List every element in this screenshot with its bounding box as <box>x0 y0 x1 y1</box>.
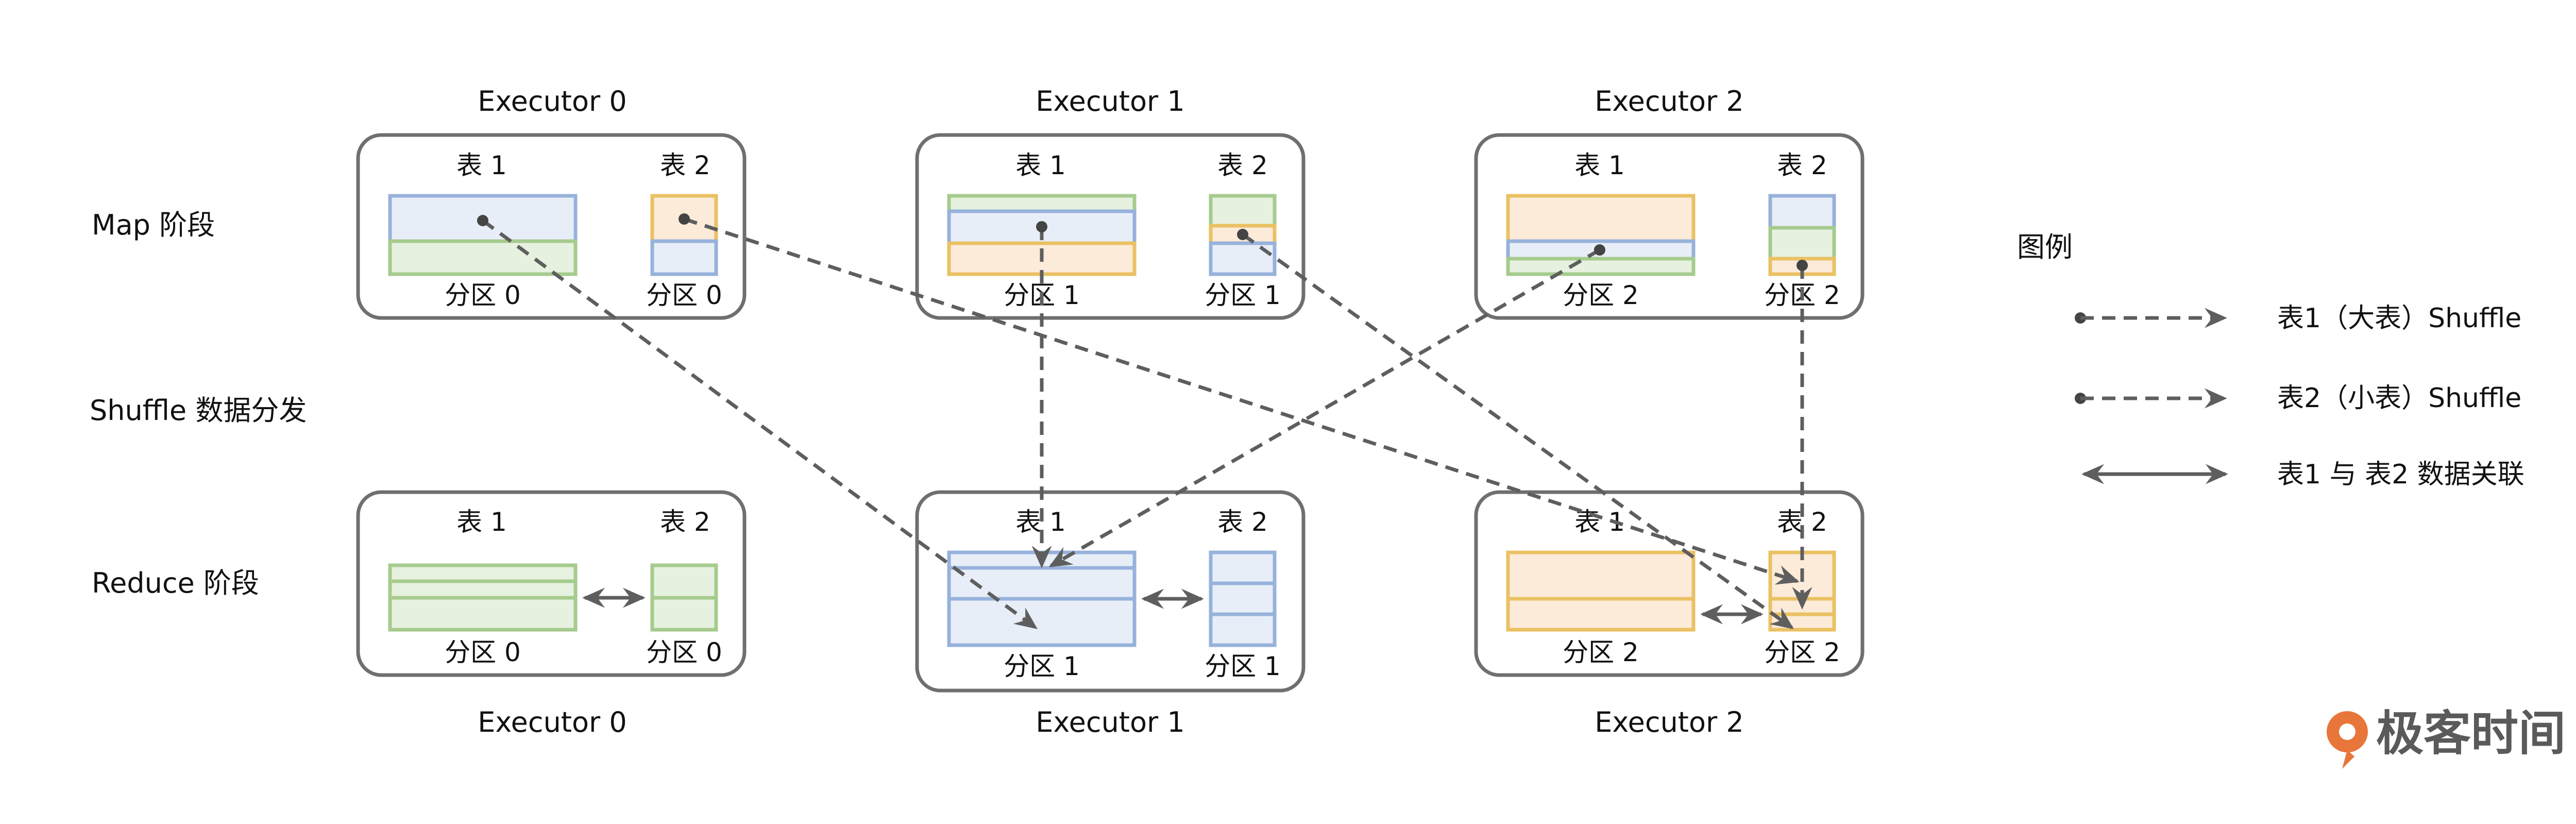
shuffle-arrows <box>481 217 1812 629</box>
origin-dot <box>679 213 690 225</box>
table1-label: 表 1 <box>1015 150 1066 180</box>
origin-dot <box>477 215 488 226</box>
map-executor-0: 表 1 表 2 分区 0 分区 0 <box>356 133 747 320</box>
table1-block-orange <box>1506 194 1696 243</box>
partition-label-t2: 分区 2 <box>1764 637 1840 667</box>
map-executor-1: 表 1 表 2 分区 1 分区 1 <box>915 133 1306 320</box>
map-executor-2: 表 1 表 2 分区 2 分区 2 <box>1474 133 1865 320</box>
table2-label: 表 2 <box>660 150 710 180</box>
reduce-executor-1: 表 1 表 2 分区 1 分区 1 <box>915 490 1306 693</box>
partition-label-t2: 分区 0 <box>646 280 722 310</box>
legend-label: 表1（大表）Shuffle <box>2277 303 2521 334</box>
legend-item-table1-shuffle: 表1（大表）Shuffle <box>2075 303 2521 334</box>
stage-label-shuffle: Shuffle 数据分发 <box>90 394 307 427</box>
partition-label-t1: 分区 0 <box>445 280 521 310</box>
partition-label-t2: 分区 1 <box>1205 280 1281 310</box>
reduce-executor-2: 表 1 表 2 分区 2 分区 2 <box>1474 490 1865 677</box>
partition-label-t1: 分区 1 <box>1004 651 1080 681</box>
partition-label-t1: 分区 2 <box>1563 637 1639 667</box>
table1-block-green <box>1506 257 1696 276</box>
table1-label: 表 1 <box>456 507 507 537</box>
legend-title: 图例 <box>2017 231 2073 263</box>
t1-shuffle-e2-to-e1 <box>1048 248 1601 568</box>
table1-label: 表 1 <box>456 150 507 180</box>
t1-shuffle-e0-to-e1 <box>481 219 1038 629</box>
table2-label: 表 2 <box>660 507 710 537</box>
table2-block-blue <box>1209 241 1277 276</box>
executor-title-reduce-0: Executor 0 <box>478 706 627 738</box>
table2-label: 表 2 <box>1217 150 1268 180</box>
origin-dot <box>1797 260 1808 271</box>
shuffle-origin-dots <box>477 213 1808 271</box>
table2-block-green <box>1768 226 1836 261</box>
legend-label: 表2（小表）Shuffle <box>2277 383 2521 414</box>
table2-block-blue <box>1209 550 1277 647</box>
table2-label: 表 2 <box>1777 150 1827 180</box>
executor-title-map-2: Executor 2 <box>1595 85 1744 117</box>
stage-label-reduce: Reduce 阶段 <box>92 567 259 599</box>
executor-title-reduce-1: Executor 1 <box>1036 706 1185 738</box>
t2-shuffle-e0-to-e2 <box>683 217 1800 585</box>
origin-dot <box>1237 229 1248 240</box>
executor-title-reduce-2: Executor 2 <box>1595 706 1744 738</box>
brand-name: 极客时间 <box>2376 706 2566 761</box>
table2-block-green <box>1209 194 1277 228</box>
stage-label-map: Map 阶段 <box>92 209 215 241</box>
executor-title-map-0: Executor 0 <box>478 85 627 117</box>
partition-label-t2: 分区 0 <box>646 637 722 667</box>
partition-label-t1: 分区 2 <box>1563 280 1639 310</box>
partition-label-t1: 分区 0 <box>445 637 521 667</box>
partition-label-t2: 分区 1 <box>1205 651 1281 681</box>
table2-label: 表 2 <box>1217 507 1268 537</box>
table1-label: 表 1 <box>1574 150 1625 180</box>
table1-block-green <box>947 194 1137 213</box>
legend-label: 表1 与 表2 数据关联 <box>2277 459 2524 490</box>
executor-title-map-1: Executor 1 <box>1036 85 1185 117</box>
table2-block-blue <box>650 239 718 276</box>
legend-item-join: 表1 与 表2 数据关联 <box>2081 459 2524 490</box>
brand-logo-icon <box>2327 711 2368 769</box>
brand-logo: 极客时间 <box>2327 706 2566 769</box>
table1-block-orange <box>1506 550 1696 632</box>
reduce-executor-0: 表 1 表 2 分区 0 分区 0 <box>356 490 747 677</box>
origin-dot <box>1594 244 1605 256</box>
legend: 图例 表1（大表）Shuffle 表2（小表）Shuffle 表1 与 表2 数… <box>2017 231 2524 490</box>
legend-item-table2-shuffle: 表2（小表）Shuffle <box>2075 383 2521 414</box>
origin-dot <box>1036 221 1047 232</box>
t2-shuffle-e1-to-e2 <box>1241 233 1794 629</box>
table2-block-blue <box>1768 194 1836 230</box>
table1-block-green <box>388 239 578 276</box>
